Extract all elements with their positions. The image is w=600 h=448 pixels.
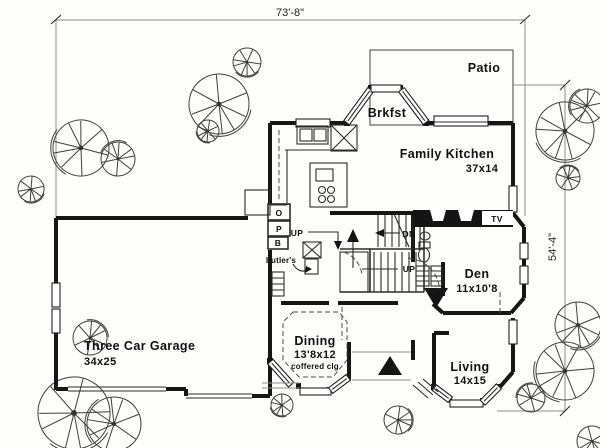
stairs-up-label-1: UP xyxy=(291,228,304,238)
label-oven: O xyxy=(275,208,282,218)
stairs-dn-label: DN xyxy=(402,229,415,239)
foyer-entry xyxy=(262,307,439,399)
room-size-den: 11x10'8 xyxy=(456,283,498,295)
label-broom: B xyxy=(275,238,282,248)
garage: Three Car Garage 34x25 xyxy=(84,339,195,368)
tree-icon xyxy=(13,171,50,208)
tree-icon xyxy=(576,425,600,448)
dimension-depth-label: 54'-4" xyxy=(547,233,559,261)
dimension-width-label: 73'-8" xyxy=(276,7,304,19)
room-label-garage: Three Car Garage xyxy=(84,339,195,353)
room-size-dining: 13'8x12 xyxy=(294,349,336,361)
room-label-living: Living xyxy=(450,360,489,374)
living-bay-window xyxy=(449,399,484,408)
butlers-pantry-label: butler's xyxy=(266,256,297,265)
kitchen-island xyxy=(309,162,348,208)
tree-icon xyxy=(94,134,142,182)
bay-window xyxy=(370,84,402,93)
kitchen: O P B Brkfst Family Kitchen 37x14 xyxy=(244,106,499,297)
kitchen-sink xyxy=(296,125,329,145)
exterior-walls xyxy=(54,85,526,404)
den: TV Den 11x10'8 xyxy=(407,210,513,308)
tree-icon xyxy=(182,67,258,144)
dining-bay-window xyxy=(299,387,332,396)
room-label-brkfst: Brkfst xyxy=(368,106,407,120)
tree-icon xyxy=(549,297,600,355)
closet-bumpout xyxy=(244,189,271,216)
label-pantry: P xyxy=(276,224,282,234)
front-door-marker xyxy=(378,356,402,375)
living-east-window xyxy=(508,319,518,345)
garage-walls xyxy=(54,216,272,398)
windows xyxy=(51,84,529,408)
room-size-family-kitchen: 37x14 xyxy=(466,163,499,175)
site-dimension-lines: 73'-8" 54'-4" xyxy=(50,7,571,417)
room-label-patio: Patio xyxy=(468,61,501,75)
room-size-living: 14x15 xyxy=(454,375,487,387)
room-label-den: Den xyxy=(465,267,490,281)
stairs-up-label-2: UP xyxy=(403,264,416,274)
den-window xyxy=(519,265,529,285)
kitchen-window xyxy=(295,118,331,128)
tree-icon xyxy=(515,382,546,413)
kitchen-east-window xyxy=(508,185,518,213)
tree-icon xyxy=(71,382,154,448)
room-label-dining: Dining xyxy=(294,334,335,348)
tree-icon xyxy=(549,159,587,196)
stairs: UP DN UP butler's xyxy=(266,213,425,293)
garage-window xyxy=(51,282,61,308)
pantry-cabinet xyxy=(267,220,291,237)
den-window xyxy=(519,242,529,260)
butlers-cabinet xyxy=(302,241,322,259)
oven-cabinet xyxy=(267,203,291,221)
tv-label: TV xyxy=(491,214,503,224)
garage-window xyxy=(51,308,61,334)
tree-icon xyxy=(193,117,222,146)
tree-icon xyxy=(561,80,600,131)
tree-icon xyxy=(38,107,121,190)
window-seat xyxy=(433,115,489,127)
room-size-garage: 34x25 xyxy=(84,356,117,368)
garage-door-lines xyxy=(68,386,252,399)
room-label-family-kitchen: Family Kitchen xyxy=(400,147,495,161)
dining: Dining 13'8x12 coffered clg xyxy=(282,311,348,378)
broom-closet xyxy=(267,236,289,250)
living: Living 14x15 xyxy=(450,292,501,387)
range xyxy=(330,124,358,152)
room-note-dining: coffered clg xyxy=(291,362,339,371)
tree-icon xyxy=(377,398,421,442)
